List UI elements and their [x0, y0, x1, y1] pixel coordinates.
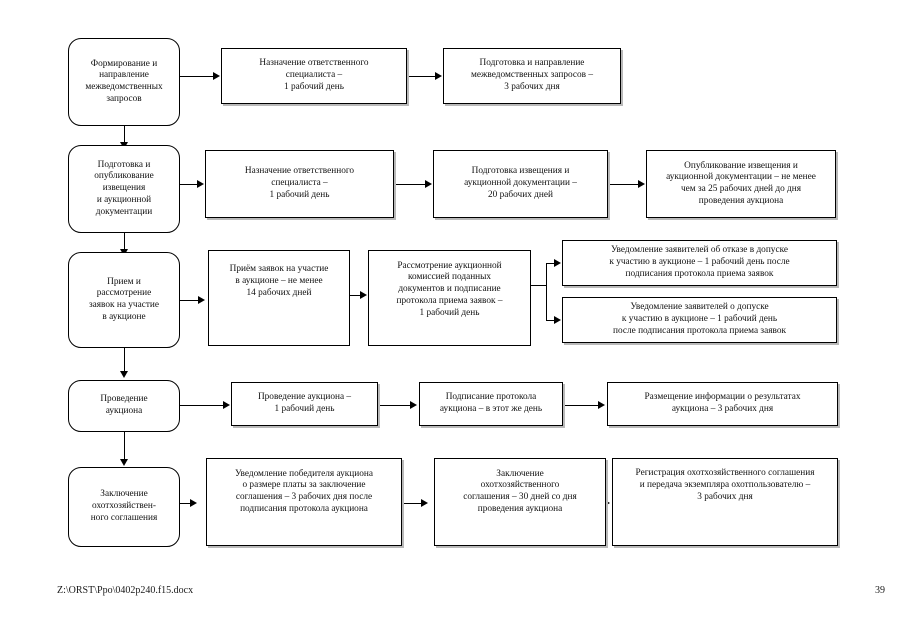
step-box-row-2-2: Подготовка извещения и аукционной докуме… — [433, 150, 608, 218]
connector-r2-stage-to-s1 — [180, 184, 198, 185]
connector-stage4-to-stage5 — [124, 432, 125, 462]
step-box-row-2-3: Опубликование извещения и аукционной док… — [646, 150, 836, 218]
connector-r1-s1-to-s2 — [407, 76, 436, 77]
branch-box-row-3-2: Уведомление заявителей о допуске к участ… — [562, 297, 837, 343]
arrowhead-r5-s2 — [421, 499, 428, 507]
step-label-row-1-2: Подготовка и направление межведомственны… — [471, 58, 593, 92]
step-label-row-3-1: Приём заявок на участие в аукционе – не … — [229, 264, 329, 298]
connector-r4-s1-to-s2 — [378, 405, 411, 406]
arrowhead-r3-branch-2 — [554, 316, 561, 324]
connector-stage3-to-stage4 — [124, 348, 125, 374]
step-box-row-5-1: Уведомление победителя аукциона о размер… — [206, 458, 402, 546]
arrowhead-r3-branch-1 — [554, 259, 561, 267]
arrowhead-r2-s2 — [425, 180, 432, 188]
arrowhead-r4-s1 — [223, 401, 230, 409]
stage-label-row-1: Формирование и направление межведомствен… — [85, 58, 163, 104]
stage-box-row-3: Прием и рассмотрение заявок на участие в… — [68, 252, 180, 348]
connector-r1-stage-to-s1 — [180, 76, 214, 77]
connector-r3-s1-to-s2 — [350, 295, 361, 296]
arrowhead-r5-s1 — [190, 499, 197, 507]
step-box-row-3-1: Приём заявок на участие в аукционе – не … — [208, 250, 350, 346]
step-label-row-2-3: Опубликование извещения и аукционной док… — [666, 160, 816, 206]
arrowhead-r4-s2 — [410, 401, 417, 409]
footer-page-number: 39 — [875, 585, 885, 596]
step-label-row-5-3: Регистрация охотхозяйственного соглашени… — [635, 468, 815, 502]
step-box-row-4-1: Проведение аукциона – 1 рабочий день — [231, 382, 378, 426]
branch-box-row-3-1: Уведомление заявителей об отказе в допус… — [562, 240, 837, 286]
arrowhead-stage4 — [120, 371, 128, 378]
connector-r2-s2-to-s3 — [608, 184, 639, 185]
connector-r3-s2-split — [531, 285, 547, 286]
arrowhead-r2-s3 — [638, 180, 645, 188]
step-label-row-4-3: Размещение информации о результатах аукц… — [644, 392, 801, 414]
connector-r5-stage-to-s1 — [180, 503, 191, 504]
branch-label-row-3-2: Уведомление заявителей о допуске к участ… — [613, 302, 786, 336]
step-box-row-3-2: Рассмотрение аукционной комиссией поданн… — [368, 250, 531, 346]
connector-r3-to-branch-1 — [546, 263, 555, 264]
stage-label-row-4: Проведение аукциона — [100, 394, 148, 416]
step-label-row-2-2: Подготовка извещения и аукционной докуме… — [464, 166, 577, 200]
connector-r4-stage-to-s1 — [180, 405, 224, 406]
arrowhead-stage5 — [120, 459, 128, 466]
arrowhead-r5-s3 — [603, 499, 610, 507]
step-box-row-4-3: Размещение информации о результатах аукц… — [607, 382, 838, 426]
connector-r2-s1-to-s2 — [394, 184, 426, 185]
step-box-row-1-1: Назначение ответственного специалиста – … — [221, 48, 407, 104]
step-label-row-3-2: Рассмотрение аукционной комиссией поданн… — [396, 260, 503, 318]
branch-label-row-3-1: Уведомление заявителей об отказе в допус… — [609, 245, 790, 279]
stage-box-row-2: Подготовка и опубликование извещения и а… — [68, 145, 180, 233]
connector-r3-stage-to-s1 — [180, 300, 199, 301]
step-box-row-5-3: Регистрация охотхозяйственного соглашени… — [612, 458, 838, 546]
connector-r5-s1-to-s2 — [402, 503, 421, 504]
stage-box-row-5: Заключение охотхозяйствен- ного соглашен… — [68, 467, 180, 547]
footer-file-path: Z:\ORST\Рро\0402р240.f15.docx — [57, 585, 194, 596]
arrowhead-r3-s1 — [198, 296, 205, 304]
step-label-row-2-1: Назначение ответственного специалиста – … — [244, 166, 355, 200]
step-box-row-5-2: Заключение охотхозяйственного соглашения… — [434, 458, 606, 546]
step-label-row-5-2: Заключение охотхозяйственного соглашения… — [463, 468, 577, 514]
step-label-row-1-1: Назначение ответственного специалиста – … — [259, 58, 369, 92]
stage-box-row-1: Формирование и направление межведомствен… — [68, 38, 180, 126]
connector-stage1-to-stage2 — [124, 126, 125, 148]
arrowhead-r2-s1 — [197, 180, 204, 188]
arrowhead-r1-s1 — [213, 72, 220, 80]
connector-r3-branch-riser — [546, 263, 547, 320]
step-box-row-2-1: Назначение ответственного специалиста – … — [205, 150, 394, 218]
connector-r4-s2-to-s3 — [563, 405, 599, 406]
arrowhead-r1-s2 — [435, 72, 442, 80]
stage-label-row-5: Заключение охотхозяйствен- ного соглашен… — [90, 489, 158, 523]
stage-box-row-4: Проведение аукциона — [68, 380, 180, 432]
step-label-row-5-1: Уведомление победителя аукциона о размер… — [234, 468, 373, 514]
stage-label-row-3: Прием и рассмотрение заявок на участие в… — [88, 276, 160, 322]
arrowhead-r3-s2 — [360, 291, 367, 299]
stage-label-row-2: Подготовка и опубликование извещения и а… — [94, 159, 154, 217]
arrowhead-r4-s3 — [598, 401, 605, 409]
step-box-row-4-2: Подписание протокола аукциона – в этот ж… — [419, 382, 563, 426]
connector-r3-to-branch-2 — [546, 320, 555, 321]
step-label-row-4-2: Подписание протокола аукциона – в этот ж… — [439, 392, 543, 414]
connector-stage2-to-stage3 — [124, 233, 125, 255]
step-box-row-1-2: Подготовка и направление межведомственны… — [443, 48, 621, 104]
step-label-row-4-1: Проведение аукциона – 1 рабочий день — [257, 392, 352, 414]
